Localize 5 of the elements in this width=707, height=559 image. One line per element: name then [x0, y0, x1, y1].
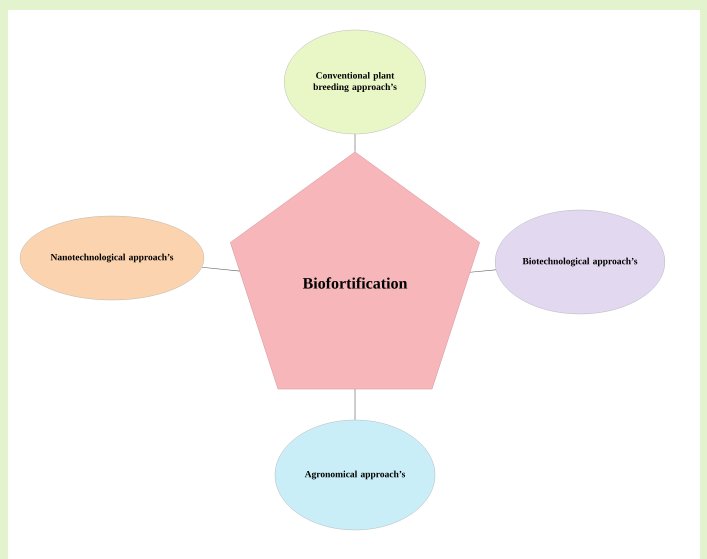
- connector-line: [354, 388, 356, 420]
- pentagon: Biofortification: [230, 152, 480, 390]
- connector-line: [354, 134, 356, 152]
- connector-line: [202, 266, 240, 272]
- connector-line: [470, 270, 496, 273]
